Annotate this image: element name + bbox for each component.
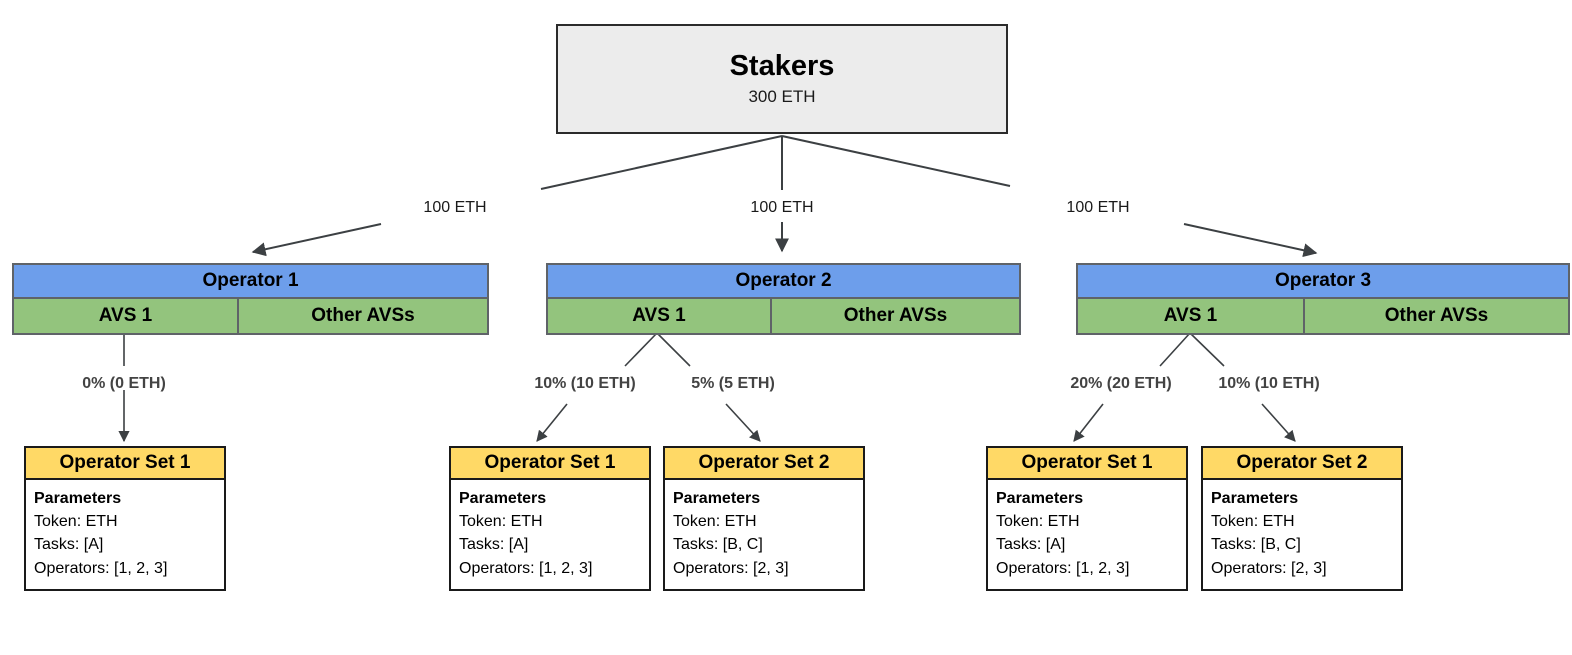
operator-set-node-2[interactable]: Operator Set 1 Parameters Token: ETH Tas… (449, 446, 651, 591)
operator-3-avs-row: AVS 1 Other AVSs (1078, 299, 1568, 333)
operator-set-2-token: Token: ETH (459, 513, 543, 531)
operator-set-1-params-heading: Parameters (34, 490, 122, 507)
operator-set-2-body: Parameters Token: ETH Tasks: [A] Operato… (449, 480, 651, 591)
operator-set-1-tasks: Tasks: [A] (34, 536, 104, 554)
operator-set-3-body: Parameters Token: ETH Tasks: [B, C] Oper… (663, 480, 865, 591)
operator-set-4-params-heading: Parameters (996, 490, 1084, 507)
stakers-node[interactable]: Stakers 300 ETH (556, 24, 1008, 134)
operator-set-3-operators: Operators: [2, 3] (673, 559, 789, 577)
stake-edge-label-3: 100 ETH (1066, 199, 1130, 216)
operator-set-5-token: Token: ETH (1211, 513, 1295, 531)
operator-set-1-title: Operator Set 1 (24, 446, 226, 480)
operator-set-5-body: Parameters Token: ETH Tasks: [B, C] Oper… (1201, 480, 1403, 591)
stakers-amount: 300 ETH (748, 87, 816, 107)
allocation-label-op3-set1: 20% (20 ETH) (1070, 375, 1172, 392)
operator-set-5-title: Operator Set 2 (1201, 446, 1403, 480)
operator-set-4-body: Parameters Token: ETH Tasks: [A] Operato… (986, 480, 1188, 591)
operator-set-3-params-heading: Parameters (673, 490, 761, 507)
operator-set-4-token: Token: ETH (996, 513, 1080, 531)
operator-1-avs-1-cell[interactable]: AVS 1 (14, 299, 239, 333)
operator-set-node-5[interactable]: Operator Set 2 Parameters Token: ETH Tas… (1201, 446, 1403, 591)
stakers-title: Stakers (729, 50, 835, 83)
operator-3-other-avss-cell[interactable]: Other AVSs (1305, 299, 1568, 333)
stake-edge-label-2: 100 ETH (750, 199, 814, 216)
operator-set-4-tasks: Tasks: [A] (996, 536, 1066, 554)
operator-1-title: Operator 1 (14, 265, 487, 299)
operator-set-1-body: Parameters Token: ETH Tasks: [A] Operato… (24, 480, 226, 591)
operator-1-other-avss-cell[interactable]: Other AVSs (239, 299, 487, 333)
operator-set-1-operators: Operators: [1, 2, 3] (34, 559, 168, 577)
operator-2-avs-1-cell[interactable]: AVS 1 (548, 299, 772, 333)
operator-3-title: Operator 3 (1078, 265, 1568, 299)
operator-set-5-params-heading: Parameters (1211, 490, 1299, 507)
allocation-label-op2-set2: 5% (5 ETH) (691, 375, 775, 392)
operator-set-1-token: Token: ETH (34, 513, 118, 531)
operator-2-other-avss-cell[interactable]: Other AVSs (772, 299, 1019, 333)
operator-set-3-token: Token: ETH (673, 513, 757, 531)
operator-set-node-4[interactable]: Operator Set 1 Parameters Token: ETH Tas… (986, 446, 1188, 591)
allocation-label-op1-set1: 0% (0 ETH) (82, 375, 166, 392)
operator-node-1[interactable]: Operator 1 AVS 1 Other AVSs (12, 263, 489, 335)
operator-set-node-3[interactable]: Operator Set 2 Parameters Token: ETH Tas… (663, 446, 865, 591)
operator-set-2-tasks: Tasks: [A] (459, 536, 529, 554)
edge-stakers-to-operator-1 (251, 135, 783, 257)
operator-3-avs-1-cell[interactable]: AVS 1 (1078, 299, 1305, 333)
operator-set-node-1[interactable]: Operator Set 1 Parameters Token: ETH Tas… (24, 446, 226, 591)
operator-set-4-operators: Operators: [1, 2, 3] (996, 559, 1130, 577)
stake-edge-label-1: 100 ETH (423, 199, 487, 216)
operator-node-2[interactable]: Operator 2 AVS 1 Other AVSs (546, 263, 1021, 335)
operator-1-avs-row: AVS 1 Other AVSs (14, 299, 487, 333)
operator-set-5-tasks: Tasks: [B, C] (1211, 536, 1301, 554)
operator-set-2-params-heading: Parameters (459, 490, 547, 507)
operator-node-3[interactable]: Operator 3 AVS 1 Other AVSs (1076, 263, 1570, 335)
operator-set-2-operators: Operators: [1, 2, 3] (459, 559, 593, 577)
allocation-label-op3-set2: 10% (10 ETH) (1218, 375, 1320, 392)
operator-set-5-operators: Operators: [2, 3] (1211, 559, 1327, 577)
operator-2-title: Operator 2 (548, 265, 1019, 299)
operator-set-4-title: Operator Set 1 (986, 446, 1188, 480)
allocation-label-op2-set1: 10% (10 ETH) (534, 375, 636, 392)
operator-2-avs-row: AVS 1 Other AVSs (548, 299, 1019, 333)
operator-set-2-title: Operator Set 1 (449, 446, 651, 480)
operator-set-3-title: Operator Set 2 (663, 446, 865, 480)
edge-stakers-to-operator-3 (781, 135, 1318, 258)
operator-set-3-tasks: Tasks: [B, C] (673, 536, 763, 554)
